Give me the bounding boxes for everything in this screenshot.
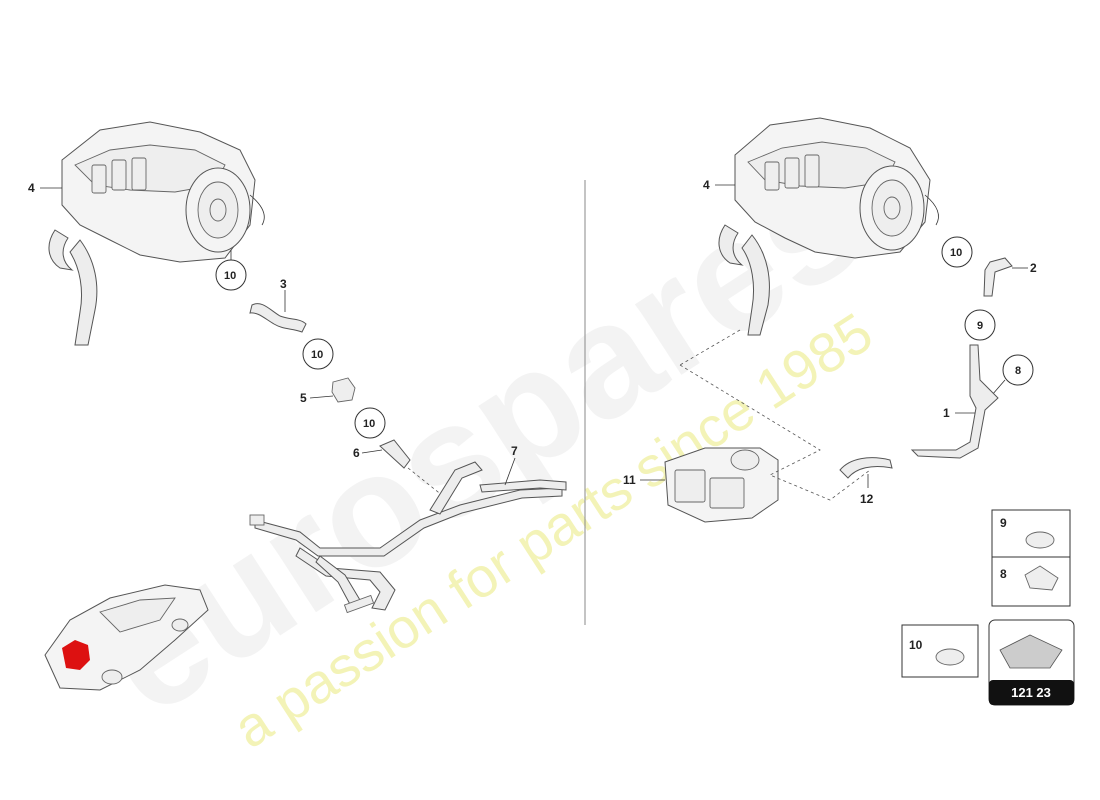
callout-3: 3 (280, 277, 287, 291)
callout-7: 7 (511, 444, 518, 458)
left-engine-unit (48, 121, 265, 346)
highlight-location (62, 640, 90, 670)
right-engine-unit (718, 117, 939, 336)
callout-2: 2 (1030, 261, 1037, 275)
hose-3-left (249, 303, 307, 333)
legend-box-9-8 (991, 509, 1071, 607)
callout-10-right: 10 (950, 247, 962, 259)
pipe-1 (910, 344, 999, 459)
hose-6 (379, 439, 411, 469)
callout-10-left-c: 10 (363, 418, 375, 430)
callout-9: 9 (977, 320, 983, 332)
callout-10-left-b: 10 (311, 349, 323, 361)
hose-12 (839, 457, 893, 479)
legend-label-9: 9 (1000, 516, 1007, 530)
legend-label-10: 10 (909, 638, 923, 652)
legend-panel: 9 8 10 (901, 509, 1071, 678)
valve-5 (331, 377, 356, 403)
clamp-9-icon (1025, 531, 1055, 549)
callout-1: 1 (943, 406, 950, 420)
callout-12: 12 (860, 492, 874, 506)
reference-code: 121 23 (1011, 685, 1051, 700)
reference-badge: 121 23 (988, 619, 1075, 706)
callout-4-left: 4 (28, 181, 35, 195)
clamp-8-icon (1024, 565, 1059, 591)
callout-11: 11 (623, 473, 636, 487)
hose-2 (983, 257, 1013, 297)
clamp-10-icon (935, 648, 965, 666)
legend-label-8: 8 (1000, 567, 1007, 581)
callout-5: 5 (300, 391, 307, 405)
pipe-assembly-7 (249, 461, 567, 614)
callout-10-left-a: 10 (224, 270, 236, 282)
callout-4-right: 4 (703, 178, 710, 192)
callout-6: 6 (353, 446, 360, 460)
vehicle-thumbnail (44, 584, 209, 691)
module-11 (664, 447, 779, 523)
arrow-icon (999, 634, 1063, 669)
callout-8: 8 (1015, 365, 1021, 377)
